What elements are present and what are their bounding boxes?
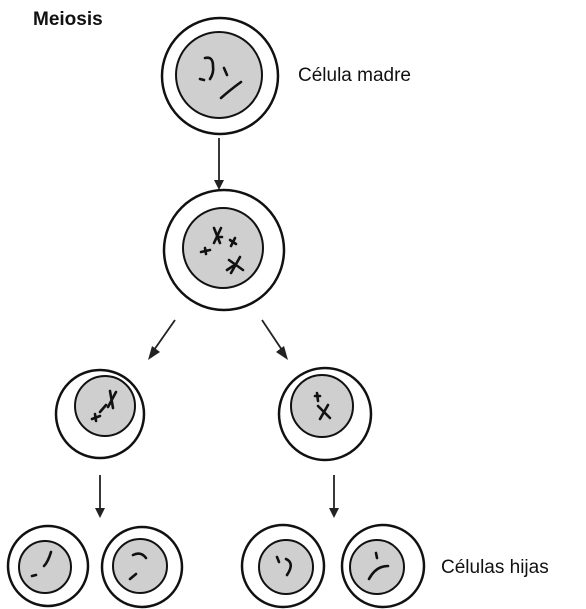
diagram-title: Meiosis <box>33 9 103 30</box>
chromosome <box>367 564 390 581</box>
arrow-to-left-cell <box>148 319 176 360</box>
arrow-left-to-daughters <box>95 475 105 518</box>
chromosome <box>128 572 138 581</box>
intermediate-left-chromosomes <box>90 389 118 423</box>
arrow-to-right-cell <box>261 319 288 360</box>
daughter-cells-label: Células hijas <box>441 557 549 578</box>
intermediate-cell-right <box>277 366 373 462</box>
intermediate-right-chromosomes <box>313 391 332 421</box>
chromosome <box>374 551 379 560</box>
daughter-cell-1 <box>6 524 90 608</box>
daughter-cell-2 <box>100 525 184 609</box>
chromosome <box>275 555 281 564</box>
arrow-parent-to-replicated <box>214 138 224 190</box>
daughter-cell-4 <box>340 523 426 609</box>
daughter-cell-3 <box>240 523 326 609</box>
chromosome <box>30 573 38 578</box>
parent-chromosomes <box>198 56 243 100</box>
replicated-cell <box>162 188 286 312</box>
chromosome <box>42 550 53 568</box>
parent-cell-label: Célula madre <box>298 65 411 86</box>
chromosome <box>284 557 293 577</box>
parent-cell <box>160 16 280 136</box>
chromosome <box>131 552 148 560</box>
arrow-right-to-daughters <box>329 475 339 518</box>
replicated-chromosomes <box>199 226 245 275</box>
intermediate-cell-left <box>54 368 146 460</box>
